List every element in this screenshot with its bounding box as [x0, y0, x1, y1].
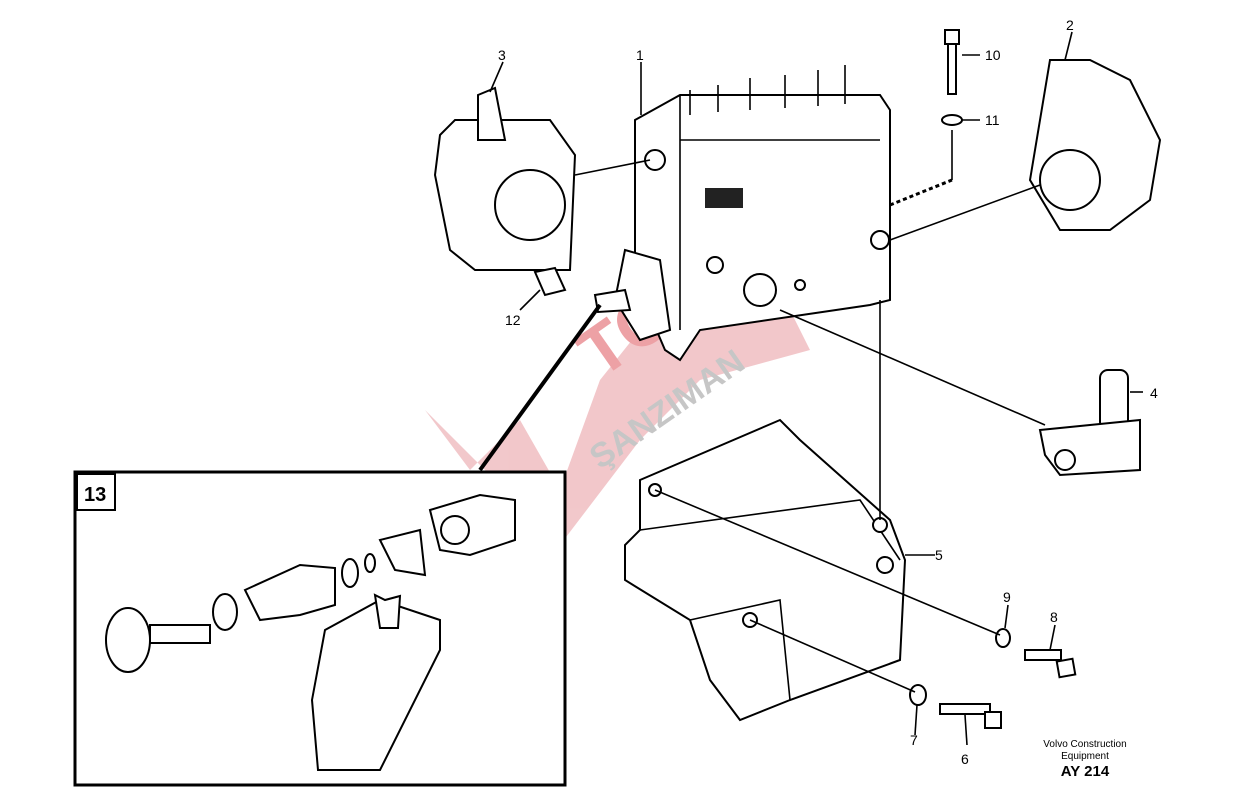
- callout-5: 5: [935, 547, 943, 563]
- callout-4: 4: [1150, 385, 1158, 401]
- callout-labels: 1 2 3 4 5 6 7 8 9 10 11 12: [498, 17, 1158, 767]
- callout-10: 10: [985, 47, 1001, 63]
- bolt-10: [944, 29, 960, 95]
- pump-bracket: [624, 418, 907, 722]
- caption-line2: Equipment: [1061, 751, 1109, 762]
- governor-housing: [1028, 59, 1162, 231]
- callout-9: 9: [1003, 589, 1011, 605]
- feed-pump: [1038, 369, 1141, 477]
- detail-box-label: 13: [84, 484, 106, 506]
- injection-pump: [593, 65, 891, 362]
- callout-1: 1: [636, 47, 644, 63]
- gasket-12: [533, 266, 567, 297]
- callout-7: 7: [910, 732, 918, 748]
- governor-cover: [433, 86, 577, 271]
- callout-3: 3: [498, 47, 506, 63]
- callout-11: 11: [985, 112, 1000, 128]
- callout-6: 6: [961, 751, 969, 767]
- washer-7: [909, 684, 927, 706]
- drawing-code: AY 214: [1060, 763, 1110, 780]
- washer-11: [941, 114, 963, 126]
- callout-12: 12: [505, 312, 521, 328]
- bolt-6: [939, 703, 1002, 729]
- gear: [105, 607, 151, 673]
- washer-9: [995, 628, 1011, 648]
- bolt-8: [1024, 649, 1077, 679]
- detail-box-13: 13: [73, 470, 567, 787]
- callout-8: 8: [1050, 609, 1058, 625]
- caption-line1: Volvo Construction: [1043, 739, 1127, 750]
- callout-2: 2: [1066, 17, 1074, 33]
